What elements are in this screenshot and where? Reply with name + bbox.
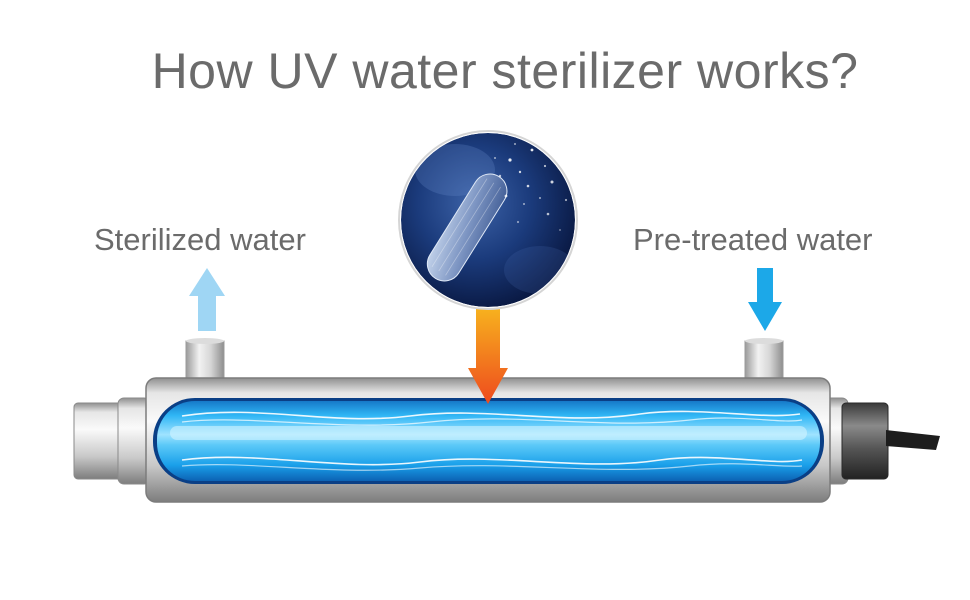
sterilized-water-arrow-icon <box>189 268 225 331</box>
page-title: How UV water sterilizer works? <box>151 43 859 99</box>
uv-exposure-arrow-icon <box>468 308 508 404</box>
left-end-cap <box>73 397 151 485</box>
inlet-pipe <box>744 340 784 382</box>
pre-treated-water-arrow-icon <box>748 268 782 331</box>
sterilized-water-label: Sterilized water <box>94 222 306 257</box>
microbe-magnified-icon <box>398 130 578 310</box>
uv-lamp-chamber <box>153 398 824 484</box>
outlet-pipe <box>185 340 225 382</box>
power-cable <box>886 430 940 450</box>
pre-treated-water-label: Pre-treated water <box>633 222 873 257</box>
